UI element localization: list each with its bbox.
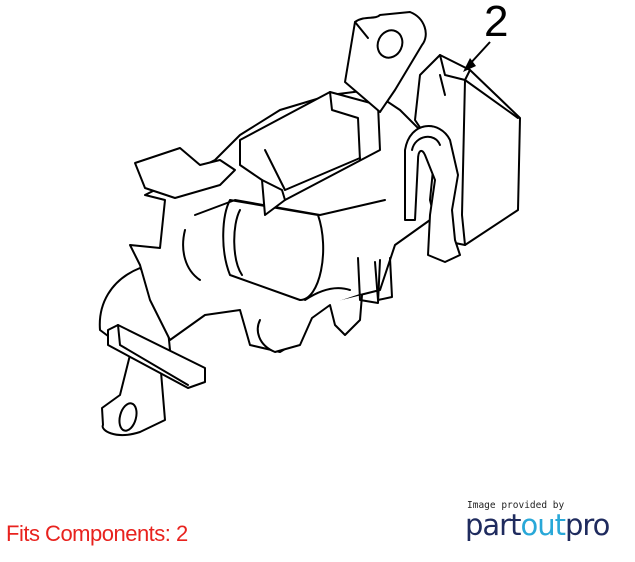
image-credit-text: Image provided by (467, 500, 565, 511)
part-diagram (98, 11, 521, 436)
top-housing (134, 91, 381, 216)
partoutpro-logo: partoutpro (465, 508, 610, 542)
logo-part: part (465, 508, 521, 542)
logo-out: out (520, 508, 565, 542)
vacuum-unit (404, 54, 521, 263)
logo-pro: pro (564, 508, 610, 542)
callout-arrow (463, 41, 491, 72)
callout-number: 2 (484, 0, 509, 46)
fits-components-label: Fits Components: 2 (6, 521, 188, 546)
lever-arm (344, 11, 427, 113)
